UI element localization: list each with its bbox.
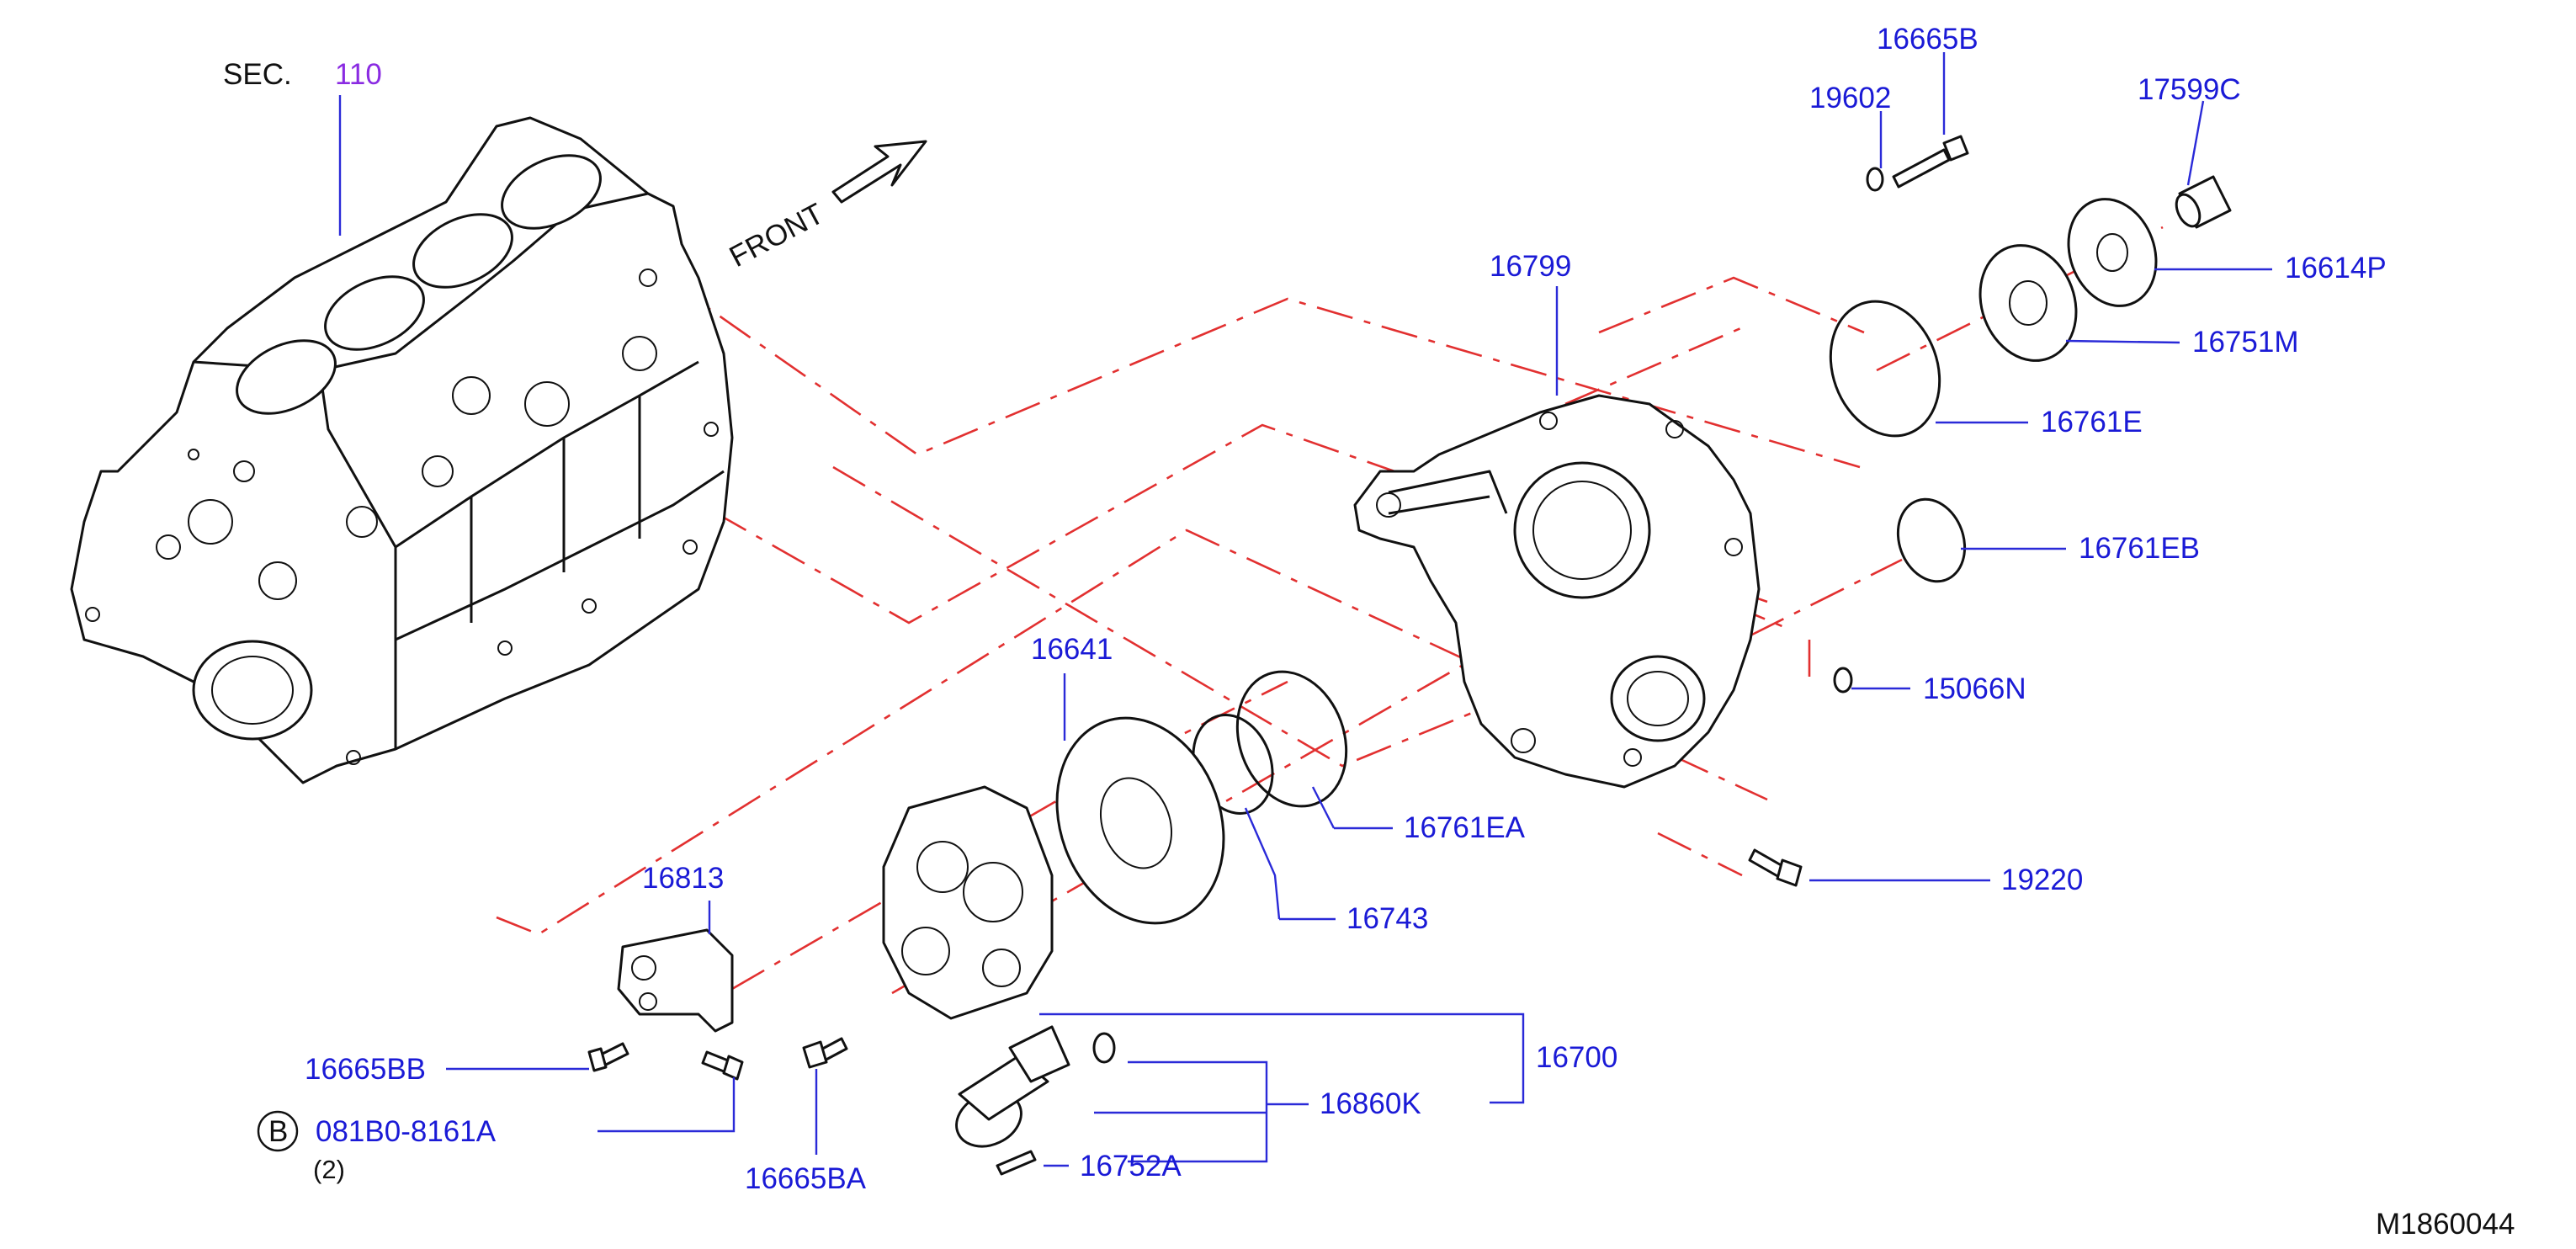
label-16665B[interactable]: 16665B bbox=[1877, 23, 1978, 56]
callout-letter: B bbox=[268, 1115, 288, 1148]
washer-19602 bbox=[1866, 167, 1884, 192]
section-prefix: SEC. bbox=[223, 58, 292, 91]
section-number[interactable]: 110 bbox=[335, 58, 382, 91]
phantom-lines bbox=[479, 226, 2164, 995]
bolt-callout[interactable]: B 081B0-8161A (2) bbox=[257, 1110, 497, 1184]
bushing-17599C bbox=[2175, 175, 2232, 229]
label-16813[interactable]: 16813 bbox=[642, 862, 724, 895]
label-081B0-8161A[interactable]: 081B0-8161A bbox=[316, 1115, 497, 1148]
front-cover bbox=[1353, 394, 1761, 789]
label-16761E[interactable]: 16761E bbox=[2041, 406, 2143, 438]
label-16700[interactable]: 16700 bbox=[1536, 1041, 1617, 1074]
label-16665BB[interactable]: 16665BB bbox=[305, 1053, 426, 1086]
tensioner-16860K bbox=[955, 1025, 1070, 1148]
bracket-16813 bbox=[617, 928, 734, 1033]
label-19602[interactable]: 19602 bbox=[1809, 82, 1891, 114]
label-16761EB[interactable]: 16761EB bbox=[2079, 532, 2200, 565]
gear-16641 bbox=[1055, 716, 1225, 925]
chain-assembly-16700 bbox=[882, 785, 1054, 1020]
label-16614P[interactable]: 16614P bbox=[2285, 252, 2387, 284]
quantity-label: (2) bbox=[313, 1155, 345, 1184]
label-16641[interactable]: 16641 bbox=[1031, 633, 1113, 666]
ring-16761EA bbox=[1235, 670, 1348, 808]
label-16751M[interactable]: 16751M bbox=[2192, 326, 2298, 359]
label-17599C[interactable]: 17599C bbox=[2138, 73, 2241, 106]
label-19220[interactable]: 19220 bbox=[2001, 864, 2083, 896]
label-15066N[interactable]: 15066N bbox=[1923, 672, 2026, 705]
bolt-16665B bbox=[1892, 135, 1969, 189]
callout-circle bbox=[257, 1110, 299, 1152]
sprocket-16751M bbox=[1978, 244, 2078, 362]
drawing-id: M1860044 bbox=[2376, 1208, 2515, 1241]
bolt-16665BB bbox=[587, 1042, 629, 1072]
oring-16860K bbox=[1092, 1032, 1116, 1064]
label-16743[interactable]: 16743 bbox=[1346, 902, 1428, 935]
washer-15066N bbox=[1833, 667, 1853, 694]
bolt-19220 bbox=[1748, 848, 1803, 887]
label-16799[interactable]: 16799 bbox=[1490, 250, 1571, 283]
label-16752A[interactable]: 16752A bbox=[1080, 1150, 1182, 1183]
seal-16761EB bbox=[1896, 497, 1967, 583]
section-ref[interactable]: SEC. 110 bbox=[223, 58, 382, 91]
bolt-081B0 bbox=[701, 1050, 744, 1081]
label-16860K[interactable]: 16860K bbox=[1320, 1087, 1421, 1120]
bolt-16665BA bbox=[802, 1037, 848, 1069]
front-label: FRONT bbox=[724, 197, 829, 274]
plate-16614P bbox=[2067, 198, 2158, 307]
seal-16761E bbox=[1829, 300, 1941, 438]
front-arrow bbox=[831, 140, 927, 204]
cylinder-block bbox=[70, 116, 734, 784]
leader-lines bbox=[338, 52, 2272, 1167]
label-16665BA[interactable]: 16665BA bbox=[745, 1162, 867, 1195]
bolt-16752A bbox=[996, 1150, 1037, 1176]
label-16761EA[interactable]: 16761EA bbox=[1404, 811, 1526, 844]
